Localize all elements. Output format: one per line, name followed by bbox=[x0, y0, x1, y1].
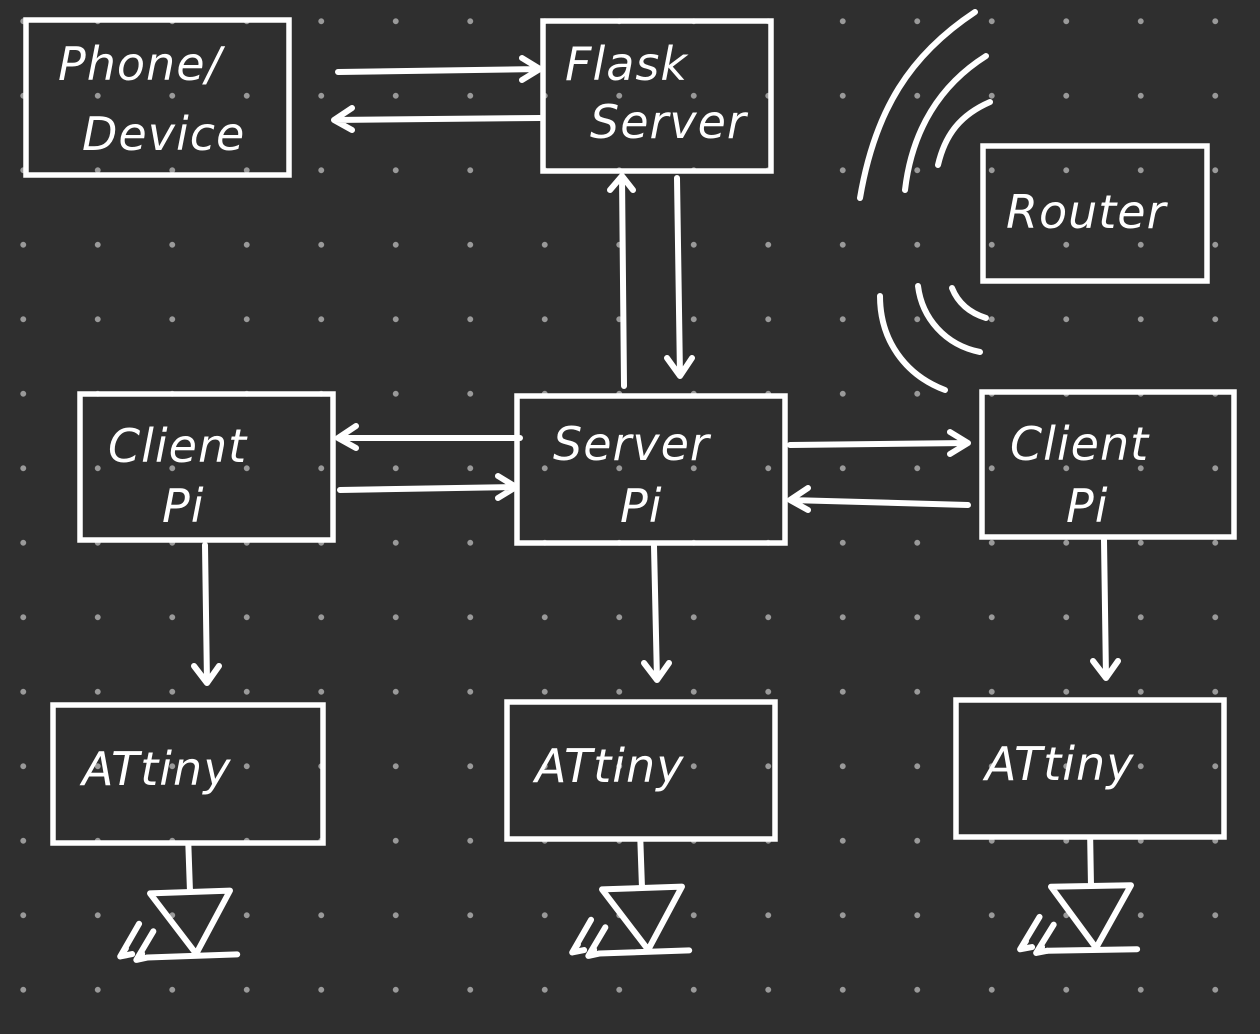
router-label: Router bbox=[1006, 185, 1169, 239]
attiny-right-label: ATtiny bbox=[982, 737, 1134, 791]
attiny-left-label: ATtiny bbox=[79, 742, 231, 796]
attiny-left-node: ATtiny bbox=[50, 702, 326, 846]
client-pi-left-box bbox=[77, 391, 336, 543]
arrow-phone-to-flask bbox=[335, 55, 543, 83]
flask-server-node: Flask Server bbox=[540, 18, 774, 174]
server-pi-label-line1: Server bbox=[553, 417, 712, 471]
led-icon-left bbox=[116, 842, 237, 960]
client-pi-right-box bbox=[979, 389, 1237, 540]
led-icon-right bbox=[1018, 837, 1137, 953]
phone-device-box bbox=[23, 17, 292, 178]
client-pi-right-label-line2: Pi bbox=[1066, 479, 1109, 533]
server-pi-box bbox=[514, 393, 788, 546]
router-box bbox=[980, 143, 1210, 284]
flask-server-label-line1: Flask bbox=[565, 37, 689, 91]
arrow-client-left-to-serverpi bbox=[337, 473, 519, 501]
client-pi-left-node: Client Pi bbox=[77, 391, 336, 543]
attiny-middle-label: ATtiny bbox=[532, 739, 684, 793]
attiny-right-node: ATtiny bbox=[953, 697, 1227, 840]
arrow-flask-to-serverpi bbox=[664, 175, 695, 379]
arrow-serverpi-to-client-left bbox=[335, 423, 523, 451]
wifi-signal-icon bbox=[857, 9, 993, 393]
arrow-serverpi-to-attiny bbox=[641, 543, 672, 683]
arrow-flask-to-phone bbox=[331, 105, 543, 133]
client-pi-left-label-line1: Client bbox=[108, 419, 248, 473]
arrow-serverpi-to-flask bbox=[607, 173, 636, 389]
attiny-middle-node: ATtiny bbox=[504, 699, 778, 842]
phone-device-label-line2: Device bbox=[82, 107, 245, 161]
arrow-serverpi-to-client-right bbox=[787, 429, 971, 457]
flask-server-label-line2: Server bbox=[590, 95, 749, 149]
server-pi-node: Server Pi bbox=[514, 393, 788, 546]
phone-device-node: Phone/ Device bbox=[23, 17, 292, 178]
phone-device-label-line1: Phone/ bbox=[58, 37, 225, 91]
arrow-client-left-to-attiny bbox=[191, 542, 222, 686]
server-pi-label-line2: Pi bbox=[620, 479, 663, 533]
client-pi-right-label-line1: Client bbox=[1010, 417, 1150, 471]
client-pi-right-node: Client Pi bbox=[979, 389, 1237, 540]
arrow-client-right-to-serverpi bbox=[787, 485, 971, 513]
arrow-client-right-to-attiny bbox=[1090, 537, 1121, 681]
router-node: Router bbox=[980, 143, 1210, 284]
led-icon-middle bbox=[568, 838, 689, 956]
client-pi-left-label-line2: Pi bbox=[162, 479, 205, 533]
flask-server-box bbox=[540, 18, 774, 174]
